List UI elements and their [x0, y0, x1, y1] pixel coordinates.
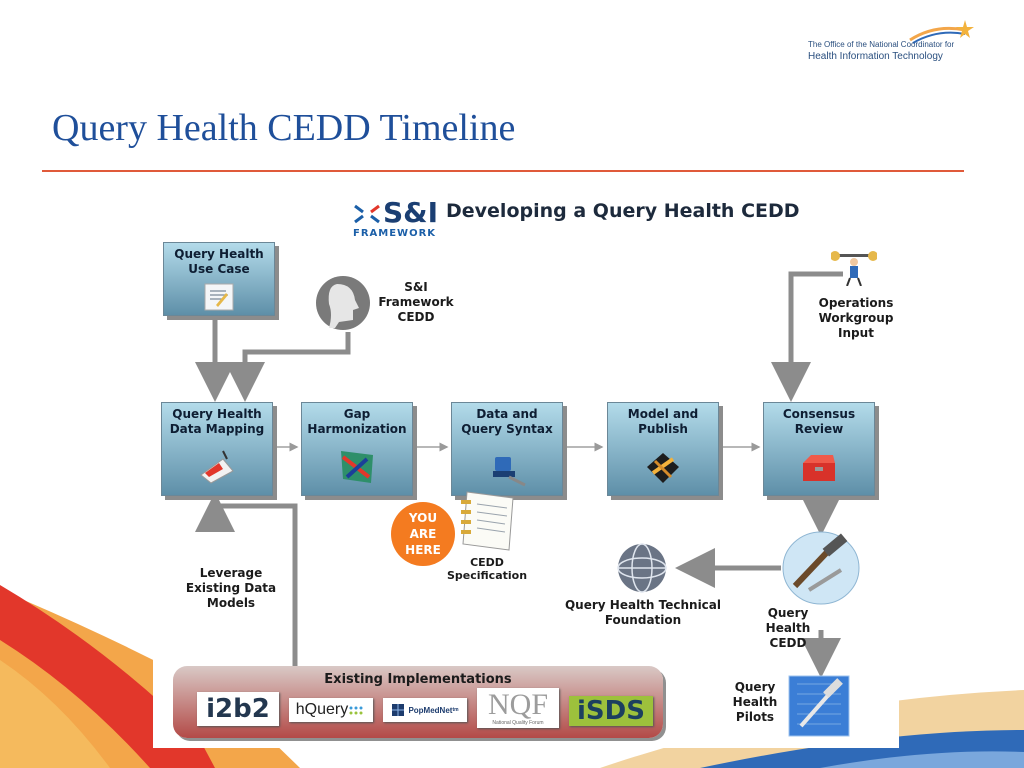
label-line: Health [765, 621, 811, 635]
blueprint-hammer-icon [788, 675, 850, 737]
label-line: Input [838, 326, 874, 340]
hquery-logo-text: hQuery [295, 701, 349, 718]
label-line: Consensus [782, 407, 856, 421]
box-data-mapping-label: Query Health Data Mapping [162, 407, 272, 437]
diagram-panel: S&I FRAMEWORK Developing a Query Health … [153, 190, 899, 748]
box-consensus-review: Consensus Review [763, 402, 875, 496]
label-line: CEDD [397, 310, 435, 324]
box-gap-harmonization-label: Gap Harmonization [302, 407, 412, 437]
existing-implementations-bar: Existing Implementations i2b2 hQuery Pop… [173, 666, 663, 738]
i2b2-logo: i2b2 [197, 692, 279, 726]
logo-line-2: Health Information Technology [808, 51, 943, 62]
box-data-query-syntax-label: Data and Query Syntax [452, 407, 562, 437]
wrench-vise-icon [493, 457, 526, 487]
hammer-tools-icon [782, 531, 860, 605]
si-framework-logo: S&I FRAMEWORK [353, 196, 443, 240]
onc-logo-icon [909, 20, 974, 44]
harmonization-icon [341, 451, 373, 483]
label-line: Query Health [174, 247, 264, 261]
label-line: Data Mapping [169, 422, 265, 436]
label-line: Leverage [199, 566, 263, 580]
label-line: Review [794, 422, 844, 436]
si-framework-cedd-label: S&I Framework CEDD [371, 280, 461, 325]
label-line: Use Case [188, 262, 250, 276]
qh-pilots-label: Query Health Pilots [725, 680, 785, 725]
label-line: Models [206, 596, 256, 610]
box-data-query-syntax: Data and Query Syntax [451, 402, 563, 496]
popmednet-cube-icon [392, 704, 405, 716]
label-line: Pilots [735, 710, 775, 724]
si-logo-text: S&I [383, 196, 439, 229]
popmednet-logo-text: PopMedNet [408, 705, 453, 715]
diagram-heading: Developing a Query Health CEDD [446, 200, 800, 222]
nqf-logo-text: NQF [487, 688, 548, 721]
technical-foundation-label: Query Health Technical Foundation [555, 598, 731, 628]
label-line: Workgroup [818, 311, 894, 325]
label-line: Data and [476, 407, 538, 421]
label-line: Query Health Technical [564, 598, 722, 612]
weightlifter-icon [831, 251, 877, 286]
label-line: Query [767, 606, 809, 620]
popmednet-tm: tm [452, 707, 459, 713]
label-line: Specification [446, 569, 528, 582]
you-are-here-line: ARE [409, 527, 437, 541]
notepad-icon [461, 491, 514, 551]
box-model-publish: Model and Publish [607, 402, 719, 496]
head-silhouette-icon [316, 276, 370, 330]
label-line: Gap [343, 407, 371, 421]
box-gap-harmonization: Gap Harmonization [301, 402, 413, 496]
si-arrows-icon [354, 204, 380, 224]
label-line: CEDD [470, 556, 504, 569]
hquery-dots-icon [349, 706, 363, 715]
cedd-specification-label: CEDD Specification [443, 556, 531, 582]
logo-line-1: The Office of the National Coordinator f… [808, 40, 955, 49]
label-line: S&I [404, 280, 428, 294]
you-are-here-line: HERE [405, 543, 441, 557]
label-line: Query Health [172, 407, 262, 421]
leverage-models-label: Leverage Existing Data Models [179, 566, 283, 611]
label-line: Operations [818, 296, 894, 310]
box-data-mapping: Query Health Data Mapping [161, 402, 273, 496]
label-line: Query Syntax [461, 422, 553, 436]
box-use-case-label: Query Health Use Case [164, 247, 274, 277]
hquery-logo: hQuery [289, 698, 373, 722]
connector-arrows [195, 271, 843, 678]
box-use-case: Query Health Use Case [163, 242, 275, 316]
you-are-here-line: YOU [408, 511, 438, 525]
label-line: Existing Data [185, 581, 277, 595]
label-line: Publish [638, 422, 688, 436]
label-line: Health [732, 695, 778, 709]
label-line: Harmonization [307, 422, 407, 436]
box-model-publish-label: Model and Publish [608, 407, 718, 437]
ops-workgroup-input-label: Operations Workgroup Input [806, 296, 906, 341]
tools-icon [647, 453, 679, 483]
label-line: Foundation [604, 613, 682, 627]
popmednet-logo: PopMedNet tm [383, 698, 467, 722]
nqf-logo: NQF National Quality Forum [477, 688, 559, 728]
framework-logo-text: FRAMEWORK [353, 228, 437, 239]
isds-logo: iSDS [569, 696, 653, 726]
slide-title: Query Health CEDD Timeline [52, 107, 516, 149]
label-line: Model and [627, 407, 699, 421]
qh-cedd-label: Query Health CEDD [753, 606, 823, 651]
document-icon [204, 283, 234, 311]
map-pin-icon [200, 450, 234, 484]
onc-logo: The Office of the National Coordinator f… [808, 40, 968, 64]
label-line: Framework [378, 295, 454, 309]
existing-implementations-title: Existing Implementations [324, 672, 512, 687]
label-line: Query [734, 680, 776, 694]
toolbox-icon [803, 455, 835, 481]
nqf-logo-subtext: National Quality Forum [492, 720, 544, 726]
globe-icon [617, 543, 667, 593]
you-are-here-badge: YOU ARE HERE [391, 502, 455, 566]
title-rule [42, 170, 964, 172]
label-line: CEDD [769, 636, 807, 650]
box-consensus-review-label: Consensus Review [764, 407, 874, 437]
